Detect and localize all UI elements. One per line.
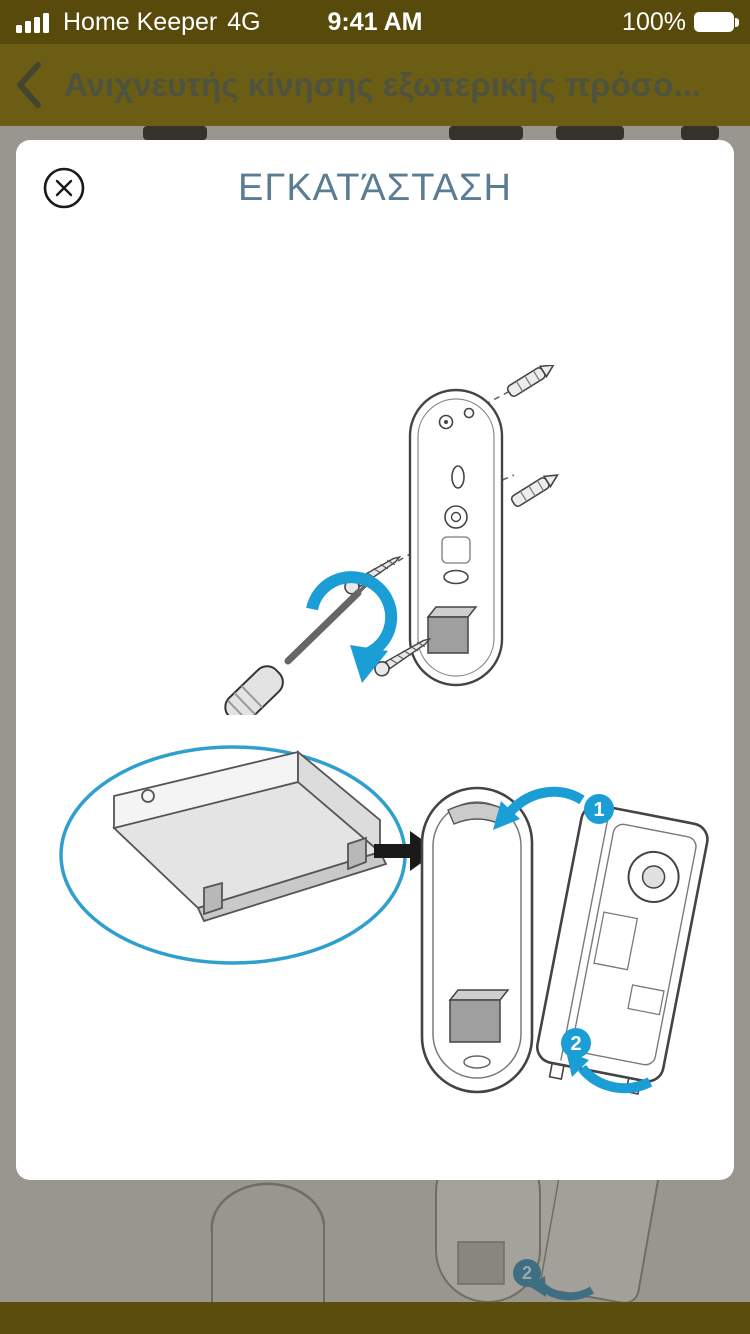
step-2-badge (561, 1028, 591, 1058)
step-2-arrow-icon (566, 1051, 653, 1094)
close-button[interactable] (42, 166, 86, 210)
step-2-number: 2 (570, 1033, 581, 1055)
dimmed-content-fragment (556, 126, 624, 140)
screwdriver-icon (224, 579, 372, 715)
status-bar: Home Keeper 4G 9:41 AM 100% (0, 0, 750, 44)
dimmed-content-fragment (449, 126, 523, 140)
dimmed-step-2-number: 2 (522, 1263, 532, 1283)
screw-icon (344, 555, 432, 677)
close-circle-icon (43, 167, 85, 209)
detector-body-drawing (536, 803, 709, 1095)
signal-bars-icon (16, 11, 49, 33)
wall-anchor-icon (506, 365, 559, 508)
modal-title: ΕΓΚΑΤΆΣΤΑΣΗ (238, 167, 512, 209)
bottom-toolbar-dimmed (0, 1302, 750, 1334)
step-1-arrow-icon (493, 786, 585, 830)
installation-step1-illustration (224, 365, 559, 715)
dimmed-background-content: 2 (210, 1180, 666, 1302)
dimmed-step-2-badge (513, 1259, 541, 1287)
battery-percent-label: 100% (622, 7, 686, 36)
nav-bar: Ανιχνευτής κίνησης εξωτερικής πρόσο... (0, 44, 750, 126)
network-label: 4G (227, 7, 261, 36)
chevron-left-icon (17, 62, 41, 108)
dimmed-content-fragment (681, 126, 719, 140)
page-title: Ανιχνευτής κίνησης εξωτερικής πρόσο... (64, 66, 701, 103)
mounting-plate-drawing (408, 388, 504, 687)
step-1-number: 1 (593, 799, 604, 821)
detail-ellipse (59, 745, 407, 965)
step-1-badge (584, 794, 614, 824)
battery-full-icon (694, 12, 739, 32)
dimmed-content-fragment (143, 126, 207, 140)
status-bar-right: 100% (622, 7, 739, 37)
back-button[interactable] (14, 59, 48, 111)
mount-base-drawing (420, 786, 534, 1094)
rotate-arrow-icon (306, 571, 398, 683)
carrier-label: Home Keeper (63, 7, 218, 36)
status-bar-left: Home Keeper 4G (16, 8, 261, 37)
installation-step2-illustration: 1 2 (59, 745, 709, 1095)
installation-modal: ΕΓΚΑΤΆΣΤΑΣΗ (16, 140, 734, 1180)
